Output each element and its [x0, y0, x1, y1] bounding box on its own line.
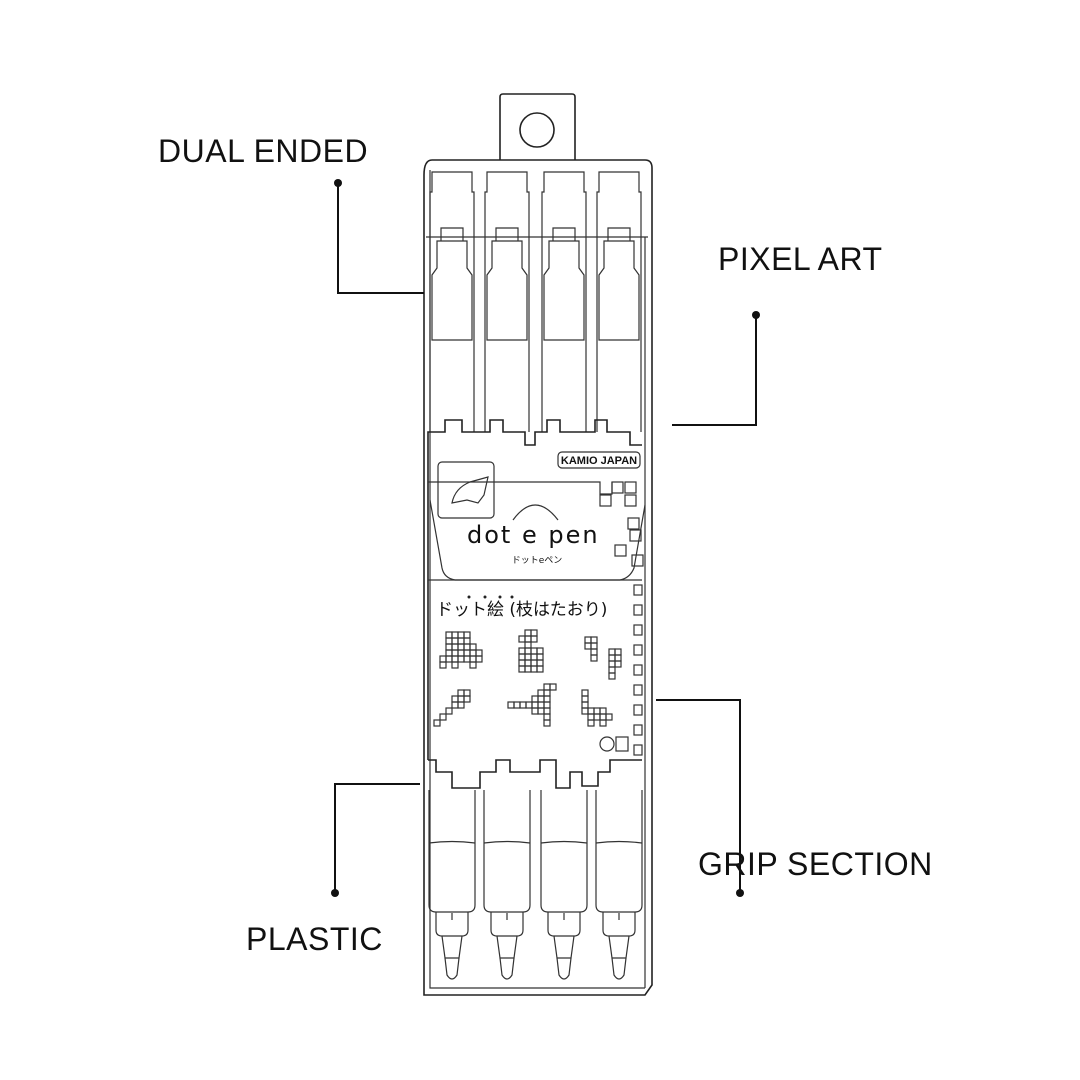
pixel-square [633, 704, 643, 716]
pixel-square [633, 684, 643, 696]
brand-name: KAMIO JAPAN [561, 455, 637, 467]
side-pixel-squares [599, 481, 644, 756]
pen-bottom-4 [595, 790, 643, 980]
package-outline [423, 159, 653, 996]
pen-bottom-2 [483, 790, 531, 980]
pixel-square [631, 554, 644, 567]
pixel-square [624, 481, 637, 494]
pixel-square [633, 744, 643, 756]
pen-top-1 [429, 171, 475, 432]
pixel-square [629, 529, 642, 542]
pen-bottom-1 [428, 790, 476, 980]
hanger-tab [499, 93, 576, 160]
callout-pixel-art: PIXEL ART [718, 241, 883, 277]
pixel-square [614, 544, 627, 557]
pen-top-2 [484, 171, 530, 432]
leader-grip-section [656, 699, 744, 897]
callout-grip-section: GRIP SECTION [698, 846, 933, 882]
callout-plastic: PLASTIC [246, 921, 383, 957]
pens-bottom-ends [428, 759, 643, 980]
pen-tip-icon [437, 461, 495, 519]
pixel-motif [439, 631, 483, 669]
pixel-square [627, 517, 640, 530]
pixel-motif [433, 689, 471, 727]
package-label: KAMIO JAPAN dot e pen ドットeペン ドット絵 (枝はたおり… [427, 419, 646, 760]
pixel-motif [507, 683, 557, 727]
pen-top-4 [596, 171, 642, 432]
pixel-square [633, 724, 643, 736]
pixel-square [633, 644, 643, 656]
brand-badge [557, 451, 641, 469]
leader-plastic [331, 783, 420, 897]
pixel-motif [584, 636, 622, 680]
logo-kana: ドットeペン [512, 556, 563, 566]
pixel-square [633, 624, 643, 636]
pixel-motif [518, 629, 544, 673]
product-logo: dot e pen [467, 521, 600, 549]
pixel-square [633, 664, 643, 676]
pixel-square [633, 604, 643, 616]
hang-hole-icon [519, 112, 555, 148]
leader-pixel-art [672, 311, 760, 426]
pixel-square [611, 481, 624, 494]
subtitle-jp: ドット絵 (枝はたおり) [436, 600, 607, 620]
pens-top-ends [429, 171, 642, 432]
callout-dual-ended: DUAL ENDED [158, 133, 369, 169]
pen-bottom-3 [540, 790, 588, 980]
pixel-square [624, 494, 637, 507]
pixel-motif [581, 689, 613, 727]
pen-top-3 [541, 171, 587, 432]
pixel-square [599, 494, 612, 507]
pixel-square [633, 584, 643, 596]
leader-dual-ended [334, 179, 424, 294]
pixel-art-motifs [433, 629, 622, 727]
